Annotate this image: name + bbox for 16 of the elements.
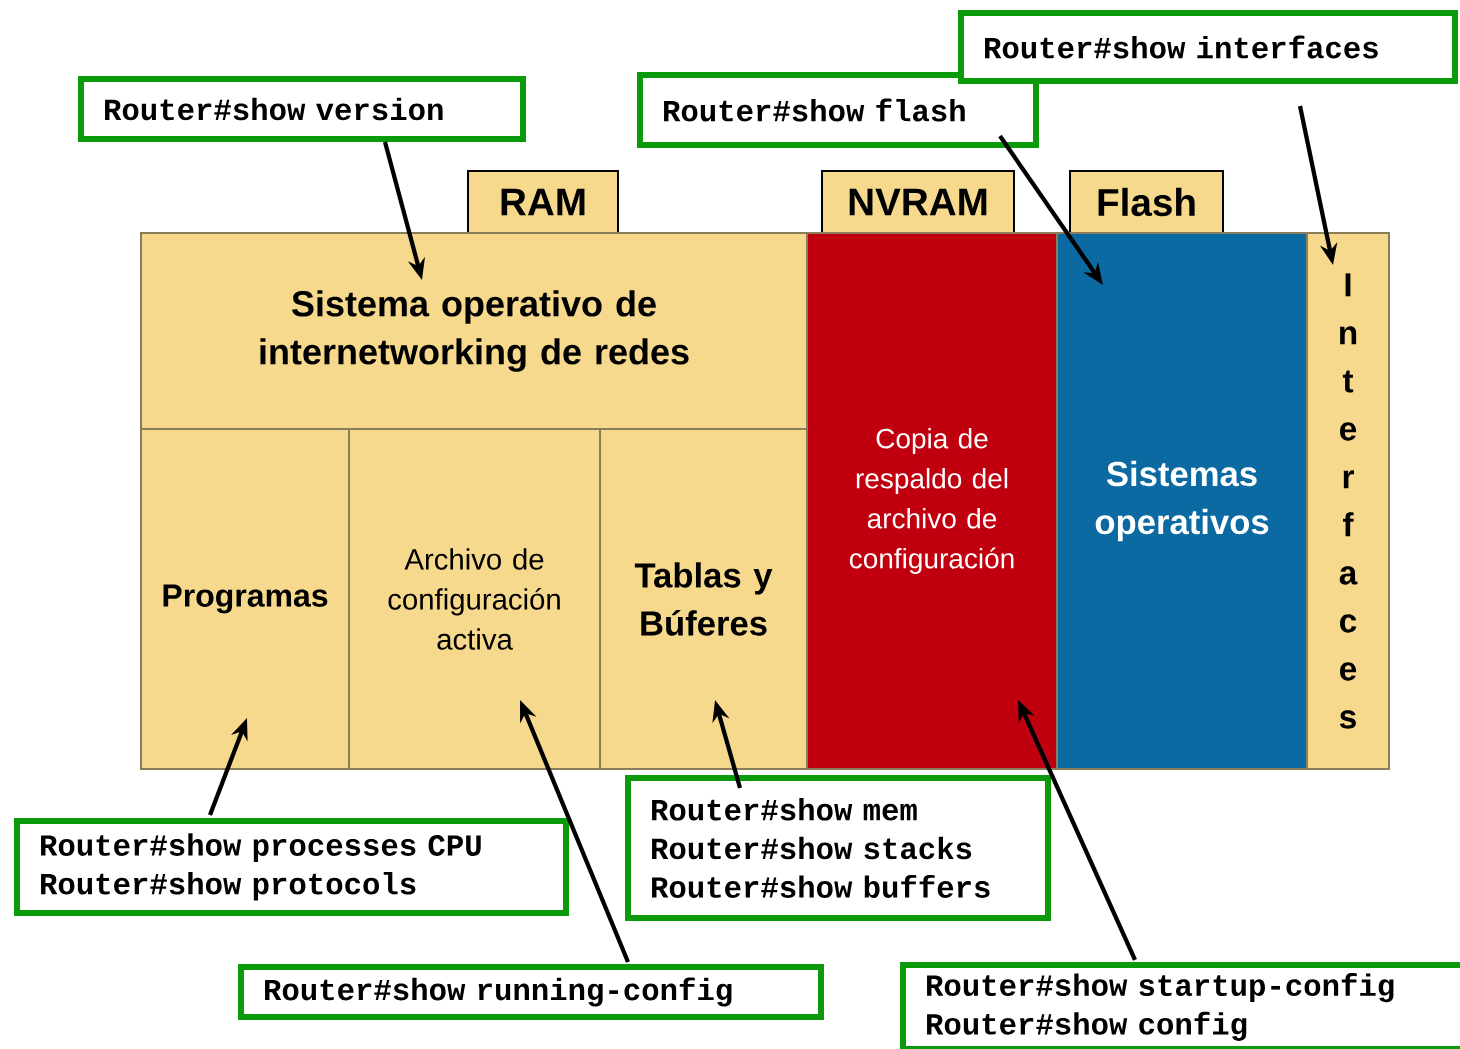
command-box: Router#show mem Router#show stacks Router#show buffers	[625, 775, 1051, 921]
memory-cell: Copia de respaldo del archivo de configuración	[806, 232, 1058, 770]
tab-label: RAM	[467, 170, 619, 234]
memory-cell: Sistemas operativos	[1056, 232, 1308, 770]
command-box: Router#show flash	[637, 72, 1039, 148]
command-box: Router#show processes CPU Router#show protocols	[14, 818, 569, 916]
memory-cell: Archivo de configuración activa	[348, 428, 601, 770]
command-box: Router#show interfaces	[958, 10, 1458, 84]
tab-label: Flash	[1069, 170, 1224, 234]
memory-cell: Interfaces	[1306, 232, 1390, 770]
memory-cell: Tablas y Búferes	[599, 428, 808, 770]
tab-label: NVRAM	[821, 170, 1015, 234]
command-box: Router#show running-config	[238, 964, 824, 1020]
memory-cell: Programas	[140, 428, 350, 770]
command-box: Router#show version	[78, 76, 526, 142]
command-box: Router#show startup-config Router#show config	[900, 962, 1460, 1049]
